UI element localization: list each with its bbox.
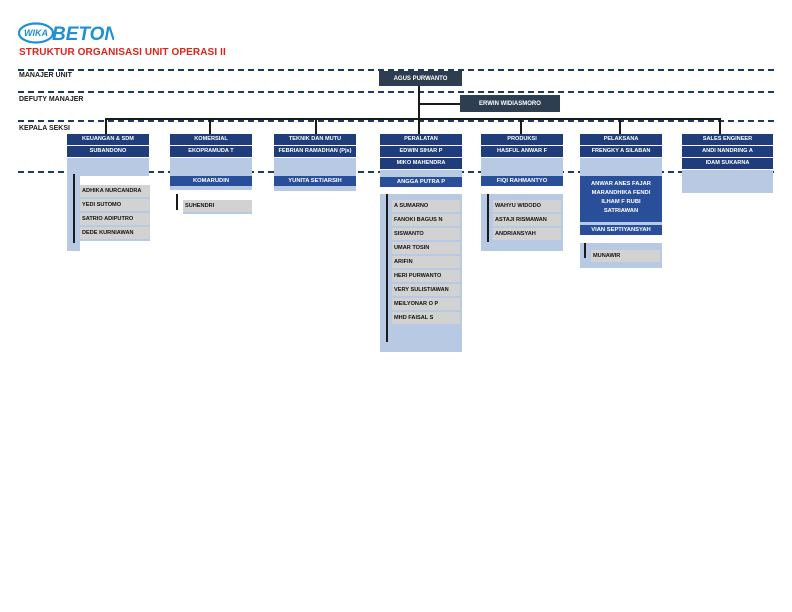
staff-item: UMAR TOSIN xyxy=(392,242,460,256)
connector-horizontal xyxy=(105,118,720,120)
connector-col-7 xyxy=(719,118,721,134)
level-label-kepala-seksi: KEPALA SEKSI xyxy=(19,125,70,132)
column-title: PELAKSANA xyxy=(580,134,662,146)
spacer xyxy=(580,158,662,176)
level-label-manajer-unit: MANAJER UNIT xyxy=(19,72,72,79)
section-head: HASFUL ANWAR F xyxy=(481,146,563,158)
column-peralatan: PERALATAN EDWIN SIHAR P MIKO MAHENDRA AN… xyxy=(380,134,462,187)
spacer xyxy=(481,158,563,176)
divider-deputy xyxy=(18,120,774,122)
connector-col-4 xyxy=(418,118,420,134)
section-head: EKOPRAMUDA T xyxy=(170,146,252,158)
spacer xyxy=(170,186,252,190)
staff-item: WAHYU WIDODO xyxy=(493,200,561,214)
section-head: MIKO MAHENDRA xyxy=(380,158,462,170)
column-pelaksana: PELAKSANA FRENGKY A SILABAN ANWAR ANES F… xyxy=(580,134,662,235)
spacer xyxy=(67,158,149,166)
staff-line-col-1 xyxy=(73,174,75,243)
staff-item: HERI PURWANTO xyxy=(392,270,460,284)
connector-col-1 xyxy=(105,118,107,134)
staff-line-col-5 xyxy=(487,194,489,242)
column-sales-engineer: SALES ENGINEER ANDI NANDRING A IDAM SUKA… xyxy=(682,134,773,193)
sub-head-group: ANWAR ANES FAJAR MARANDHIKA FENDI ILHAM … xyxy=(580,176,662,222)
staff-item: A SUMARNO xyxy=(392,200,460,214)
column-produksi: PRODUKSI HASFUL ANWAR F FIQI RAHMANTYO xyxy=(481,134,563,186)
section-head: FRENGKY A SILABAN xyxy=(580,146,662,158)
staff-item: ASTAJI RISMAWAN xyxy=(493,214,561,228)
staff-list-col-2: SUHENDRI xyxy=(183,200,252,214)
divider-manager xyxy=(18,91,774,93)
staff-item: MHD FAISAL S xyxy=(392,312,460,326)
staff-list-col-6: MUNAWIR xyxy=(591,250,660,264)
section-head: FEBRIAN RAMADHAN (Pjs) xyxy=(274,146,356,158)
connector-col-2 xyxy=(209,118,211,134)
staff-line-col-2 xyxy=(176,194,178,210)
staff-item: MEILYONAR O P xyxy=(392,298,460,312)
staff-item: YEDI SUTOMO xyxy=(80,199,150,213)
staff-item: SATRIO ADIPUTRO xyxy=(80,213,150,227)
svg-text:BETON: BETON xyxy=(52,24,114,44)
column-title: PRODUKSI xyxy=(481,134,563,146)
spacer xyxy=(580,222,662,225)
column-teknik-mutu: TEKNIK DAN MUTU FEBRIAN RAMADHAN (Pjs) Y… xyxy=(274,134,356,191)
column-title: PERALATAN xyxy=(380,134,462,146)
section-head: IDAM SUKARNA xyxy=(682,158,773,170)
level-label-deputy-manajer: DEFUTY MANAJER xyxy=(19,96,84,103)
staff-item: SUHENDRI xyxy=(183,200,252,214)
connector-deputy xyxy=(418,103,460,105)
wika-beton-logo: WIKA BETON xyxy=(18,22,114,44)
manager-box: AGUS PURWANTO xyxy=(379,71,462,86)
connector-col-3 xyxy=(315,118,317,134)
section-head: EDWIN SIHAR P xyxy=(380,146,462,158)
connector-col-5 xyxy=(520,118,522,134)
staff-item: FANOKI BAGUS N xyxy=(392,214,460,228)
staff-line-col-4 xyxy=(386,194,388,342)
staff-item: ARIFIN xyxy=(392,256,460,270)
staff-item: ANDRIANSYAH xyxy=(493,228,561,242)
deputy-box: ERWIN WIDIASMORO xyxy=(460,95,560,112)
staff-item: VERY SULISTIAWAN xyxy=(392,284,460,298)
section-head: ANDI NANDRING A xyxy=(682,146,773,158)
sub-head: KOMARUDIN xyxy=(170,176,252,186)
connector-col-6 xyxy=(619,118,621,134)
svg-text:WIKA: WIKA xyxy=(24,28,48,38)
staff-list-col-1: ADHIKA NURCANDRA YEDI SUTOMO SATRIO ADIP… xyxy=(80,185,150,241)
staff-list-col-5: WAHYU WIDODO ASTAJI RISMAWAN ANDRIANSYAH xyxy=(493,200,561,242)
sub-head: YUNITA SETIARSIH xyxy=(274,176,356,186)
divider-top xyxy=(18,69,774,71)
column-title: KOMERSIAL xyxy=(170,134,252,146)
page-title: STRUKTUR ORGANISASI UNIT OPERASI II xyxy=(19,47,226,58)
staff-list-col-4: A SUMARNO FANOKI BAGUS N SISWANTO UMAR T… xyxy=(392,200,460,326)
staff-line-col-6 xyxy=(584,243,586,258)
sub-head: ANGGA PUTRA P xyxy=(380,177,462,187)
column-title: KEUANGAN & SDM xyxy=(67,134,149,146)
spacer xyxy=(274,158,356,176)
spacer xyxy=(380,170,462,177)
staff-item: ADHIKA NURCANDRA xyxy=(80,185,150,199)
staff-item: SISWANTO xyxy=(392,228,460,242)
spacer xyxy=(67,166,149,176)
staff-item: MUNAWIR xyxy=(591,250,660,264)
sub-head: FIQI RAHMANTYO xyxy=(481,176,563,186)
connector-manager-trunk xyxy=(418,86,420,119)
staff-item: DEDE KURNIAWAN xyxy=(80,227,150,241)
section-head: SUBANDONO xyxy=(67,146,149,158)
spacer xyxy=(170,158,252,176)
column-title: SALES ENGINEER xyxy=(682,134,773,146)
sub-head: VIAN SEPTIYANSYAH xyxy=(580,225,662,235)
spacer xyxy=(682,170,773,193)
column-keuangan-sdm: KEUANGAN & SDM SUBANDONO xyxy=(67,134,149,176)
spacer xyxy=(274,186,356,191)
column-komersial: KOMERSIAL EKOPRAMUDA T KOMARUDIN xyxy=(170,134,252,190)
column-title: TEKNIK DAN MUTU xyxy=(274,134,356,146)
